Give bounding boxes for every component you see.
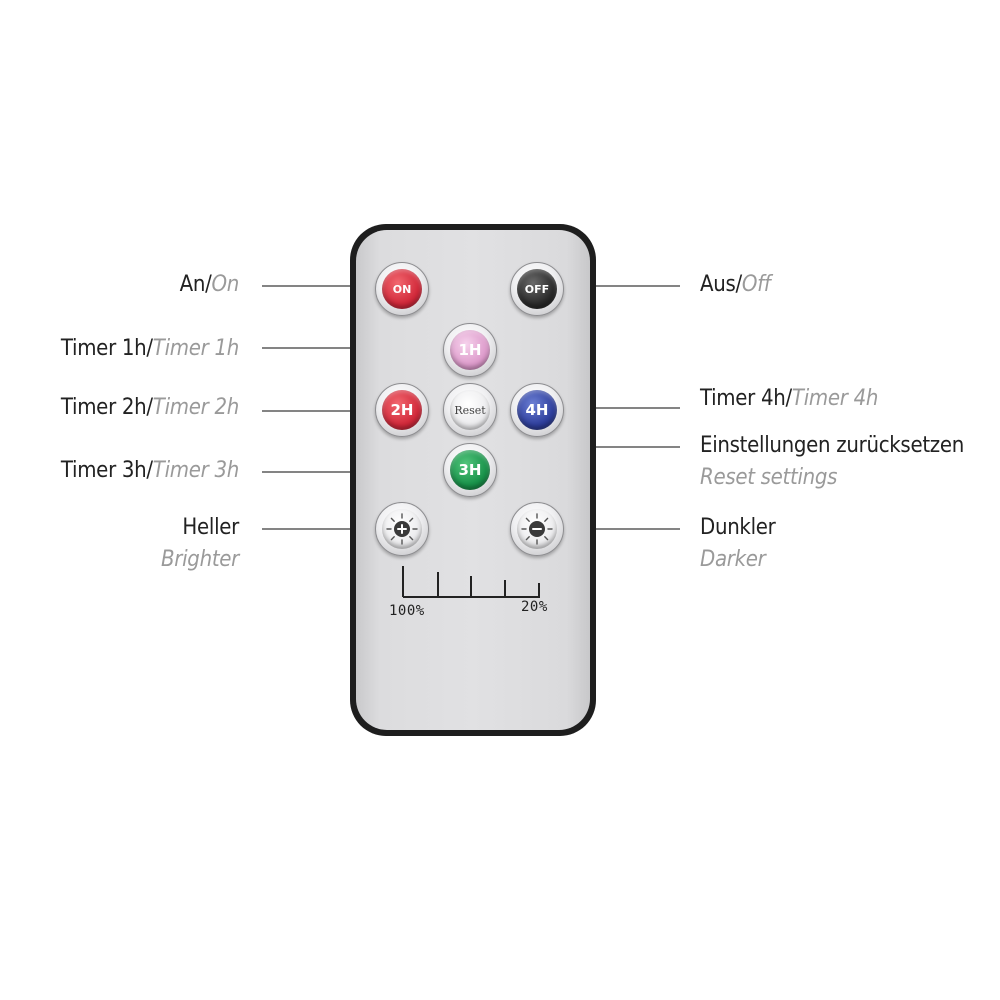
reset-button[interactable]: Reset [443, 383, 497, 437]
label-brighter-en: Brighter [161, 547, 239, 572]
sun-plus-icon [382, 509, 422, 549]
label-darker-en: Darker [700, 547, 766, 572]
timer-2h-button[interactable]: 2H [375, 383, 429, 437]
label-brighter: Heller Brighter [161, 515, 239, 573]
reset-button-label: Reset [450, 390, 490, 430]
label-on: An/On [179, 272, 240, 298]
label-timer-2h-de: Timer 2h/ [60, 395, 153, 420]
label-darker-de: Dunkler [700, 515, 776, 540]
timer-1h-button-label: 1H [450, 330, 490, 370]
timer-4h-button-label: 4H [517, 390, 557, 430]
label-on-de: An/ [179, 272, 212, 297]
label-on-en: On [211, 272, 239, 297]
label-timer-4h-en: Timer 4h [791, 386, 879, 411]
scale-label-max: 100% [389, 603, 425, 619]
label-timer-3h-en: Timer 3h [152, 458, 240, 483]
scale-label-min: 20% [521, 599, 548, 615]
label-off-en: Off [741, 272, 771, 297]
label-timer-1h: Timer 1h/Timer 1h [61, 336, 239, 362]
timer-1h-button[interactable]: 1H [443, 323, 497, 377]
timer-3h-button-label: 3H [450, 450, 490, 490]
brighter-button[interactable] [375, 502, 429, 556]
label-off-de: Aus/ [700, 272, 742, 297]
timer-4h-button[interactable]: 4H [510, 383, 564, 437]
label-reset: Einstellungen zurücksetzen Reset setting… [700, 433, 964, 491]
on-button-label: ON [382, 269, 422, 309]
label-off: Aus/Off [700, 272, 771, 298]
label-darker: Dunkler Darker [700, 515, 776, 573]
label-timer-1h-de: Timer 1h/ [60, 336, 153, 361]
label-timer-4h: Timer 4h/Timer 4h [700, 386, 878, 412]
on-button[interactable]: ON [375, 262, 429, 316]
label-timer-4h-de: Timer 4h/ [700, 386, 792, 411]
timer-3h-button[interactable]: 3H [443, 443, 497, 497]
label-timer-2h-en: Timer 2h [152, 395, 240, 420]
label-timer-3h-de: Timer 3h/ [60, 458, 153, 483]
label-timer-2h: Timer 2h/Timer 2h [61, 395, 239, 421]
sun-minus-icon [517, 509, 557, 549]
label-reset-de: Einstellungen zurücksetzen [700, 433, 964, 458]
label-timer-1h-en: Timer 1h [152, 336, 240, 361]
darker-button[interactable] [510, 502, 564, 556]
timer-2h-button-label: 2H [382, 390, 422, 430]
off-button[interactable]: OFF [510, 262, 564, 316]
label-timer-3h: Timer 3h/Timer 3h [61, 458, 239, 484]
label-brighter-de: Heller [182, 515, 239, 540]
label-reset-en: Reset settings [700, 465, 838, 490]
off-button-label: OFF [517, 269, 557, 309]
